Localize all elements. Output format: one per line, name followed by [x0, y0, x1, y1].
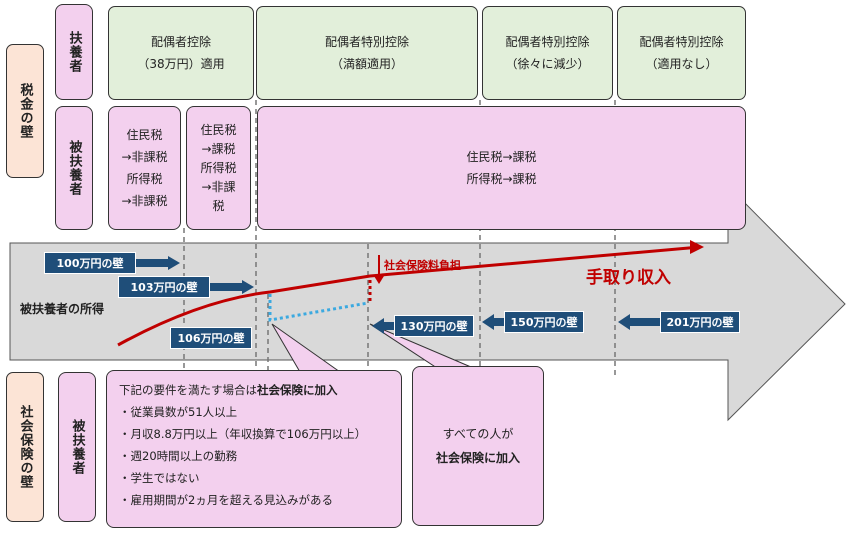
requirements-intro: 下記の要件を満たす場合は社会保険に加入 — [119, 379, 401, 401]
special-deduction-full-title: 配偶者特別控除 — [324, 35, 409, 49]
requirement-item: ・従業員数が51人以上 — [119, 405, 238, 419]
social-insurance-requirements-callout: 下記の要件を満たす場合は社会保険に加入 ・従業員数が51人以上 ・月収8.8万円… — [106, 370, 402, 528]
tax-status-line: 住民税 — [200, 122, 237, 137]
spouse-deduction-box: 配偶者控除 （38万円）適用 — [108, 6, 254, 100]
special-deduction-reducing-note: （徐々に減少） — [505, 57, 590, 71]
special-deduction-full-note: （満額適用） — [330, 57, 403, 71]
tax-status-line: →非課税 — [121, 194, 168, 208]
wall-103-tag: 103万円の壁 — [118, 276, 210, 298]
tax-wall-label: 税金の壁 — [6, 44, 44, 178]
special-deduction-reducing-box: 配偶者特別控除 （徐々に減少） — [482, 6, 613, 100]
tax-status-line: 住民税 — [126, 128, 163, 142]
wall-100-pointer — [136, 256, 180, 270]
takehome-income-line — [117, 245, 701, 347]
requirement-item: ・月収8.8万円以上（年収換算で106万円以上） — [119, 427, 367, 441]
tax-status-line: →非課 — [201, 179, 236, 194]
wall-201-pointer — [618, 314, 662, 330]
social-wall-label: 社会保険の壁 — [6, 372, 44, 522]
social-burden-arrowhead — [374, 276, 384, 284]
requirement-item: ・週20時間以上の勤務 — [119, 449, 238, 463]
special-deduction-none-box: 配偶者特別控除 （適用なし） — [617, 6, 746, 100]
all-join-line1: すべての人が — [442, 427, 514, 441]
tax-status-line: 所得税→課税 — [466, 172, 537, 186]
income-arrow-shape — [9, 184, 846, 422]
tax-status-line: 住民税→課税 — [466, 150, 537, 164]
tax-status-line: →非課税 — [121, 150, 168, 164]
special-deduction-none-title: 配偶者特別控除 — [639, 35, 724, 49]
requirements-intro-prefix: 下記の要件を満たす場合は — [119, 383, 257, 397]
wall-150-tag: 150万円の壁 — [504, 311, 584, 333]
social-dependent-label: 被扶養者 — [58, 372, 96, 522]
supporter-label: 扶養者 — [55, 4, 93, 100]
all-join-callout: すべての人が 社会保険に加入 — [412, 366, 544, 526]
tax-status-line: 所得税 — [126, 172, 163, 186]
wall-130-pointer — [372, 318, 396, 334]
spouse-deduction-amount: （38万円）適用 — [137, 57, 225, 71]
tax-status-box-exempt: 住民税 →非課税 所得税 →非課税 — [108, 106, 181, 230]
tax-status-line: 税 — [212, 198, 225, 213]
special-deduction-full-box: 配偶者特別控除 （満額適用） — [256, 6, 478, 100]
takehome-income-label: 手取り収入 — [586, 268, 671, 288]
special-deduction-reducing-title: 配偶者特別控除 — [505, 35, 590, 49]
social-insurance-dotted-line — [268, 294, 369, 322]
wall-100-tag: 100万円の壁 — [44, 252, 136, 274]
wall-106-tag: 106万円の壁 — [170, 327, 252, 349]
tax-status-line: →課税 — [201, 141, 236, 156]
tax-status-box-partial: 住民税 →課税 所得税 →非課 税 — [186, 106, 251, 230]
special-deduction-none-note: （適用なし） — [645, 57, 718, 71]
takehome-income-arrowhead — [690, 240, 704, 254]
tax-dependent-label: 被扶養者 — [55, 106, 93, 230]
wall-130-tag: 130万円の壁 — [394, 315, 474, 337]
spouse-deduction-title: 配偶者控除 — [150, 35, 211, 49]
dependent-income-label: 被扶養者の所得 — [20, 302, 105, 316]
wall-201-tag: 201万円の壁 — [660, 311, 740, 333]
tax-status-line: 所得税 — [200, 160, 237, 175]
requirement-item: ・学生ではない — [119, 471, 200, 485]
requirements-intro-emphasis: 社会保険に加入 — [257, 383, 338, 397]
all-join-line2: 社会保険に加入 — [435, 451, 520, 465]
wall-150-pointer — [482, 314, 506, 330]
tax-status-box-taxed: 住民税→課税 所得税→課税 — [257, 106, 746, 230]
requirement-item: ・雇用期間が2ヵ月を超える見込みがある — [119, 493, 333, 507]
wall-103-pointer — [210, 280, 254, 294]
social-burden-label: 社会保険料負担 — [384, 259, 461, 272]
